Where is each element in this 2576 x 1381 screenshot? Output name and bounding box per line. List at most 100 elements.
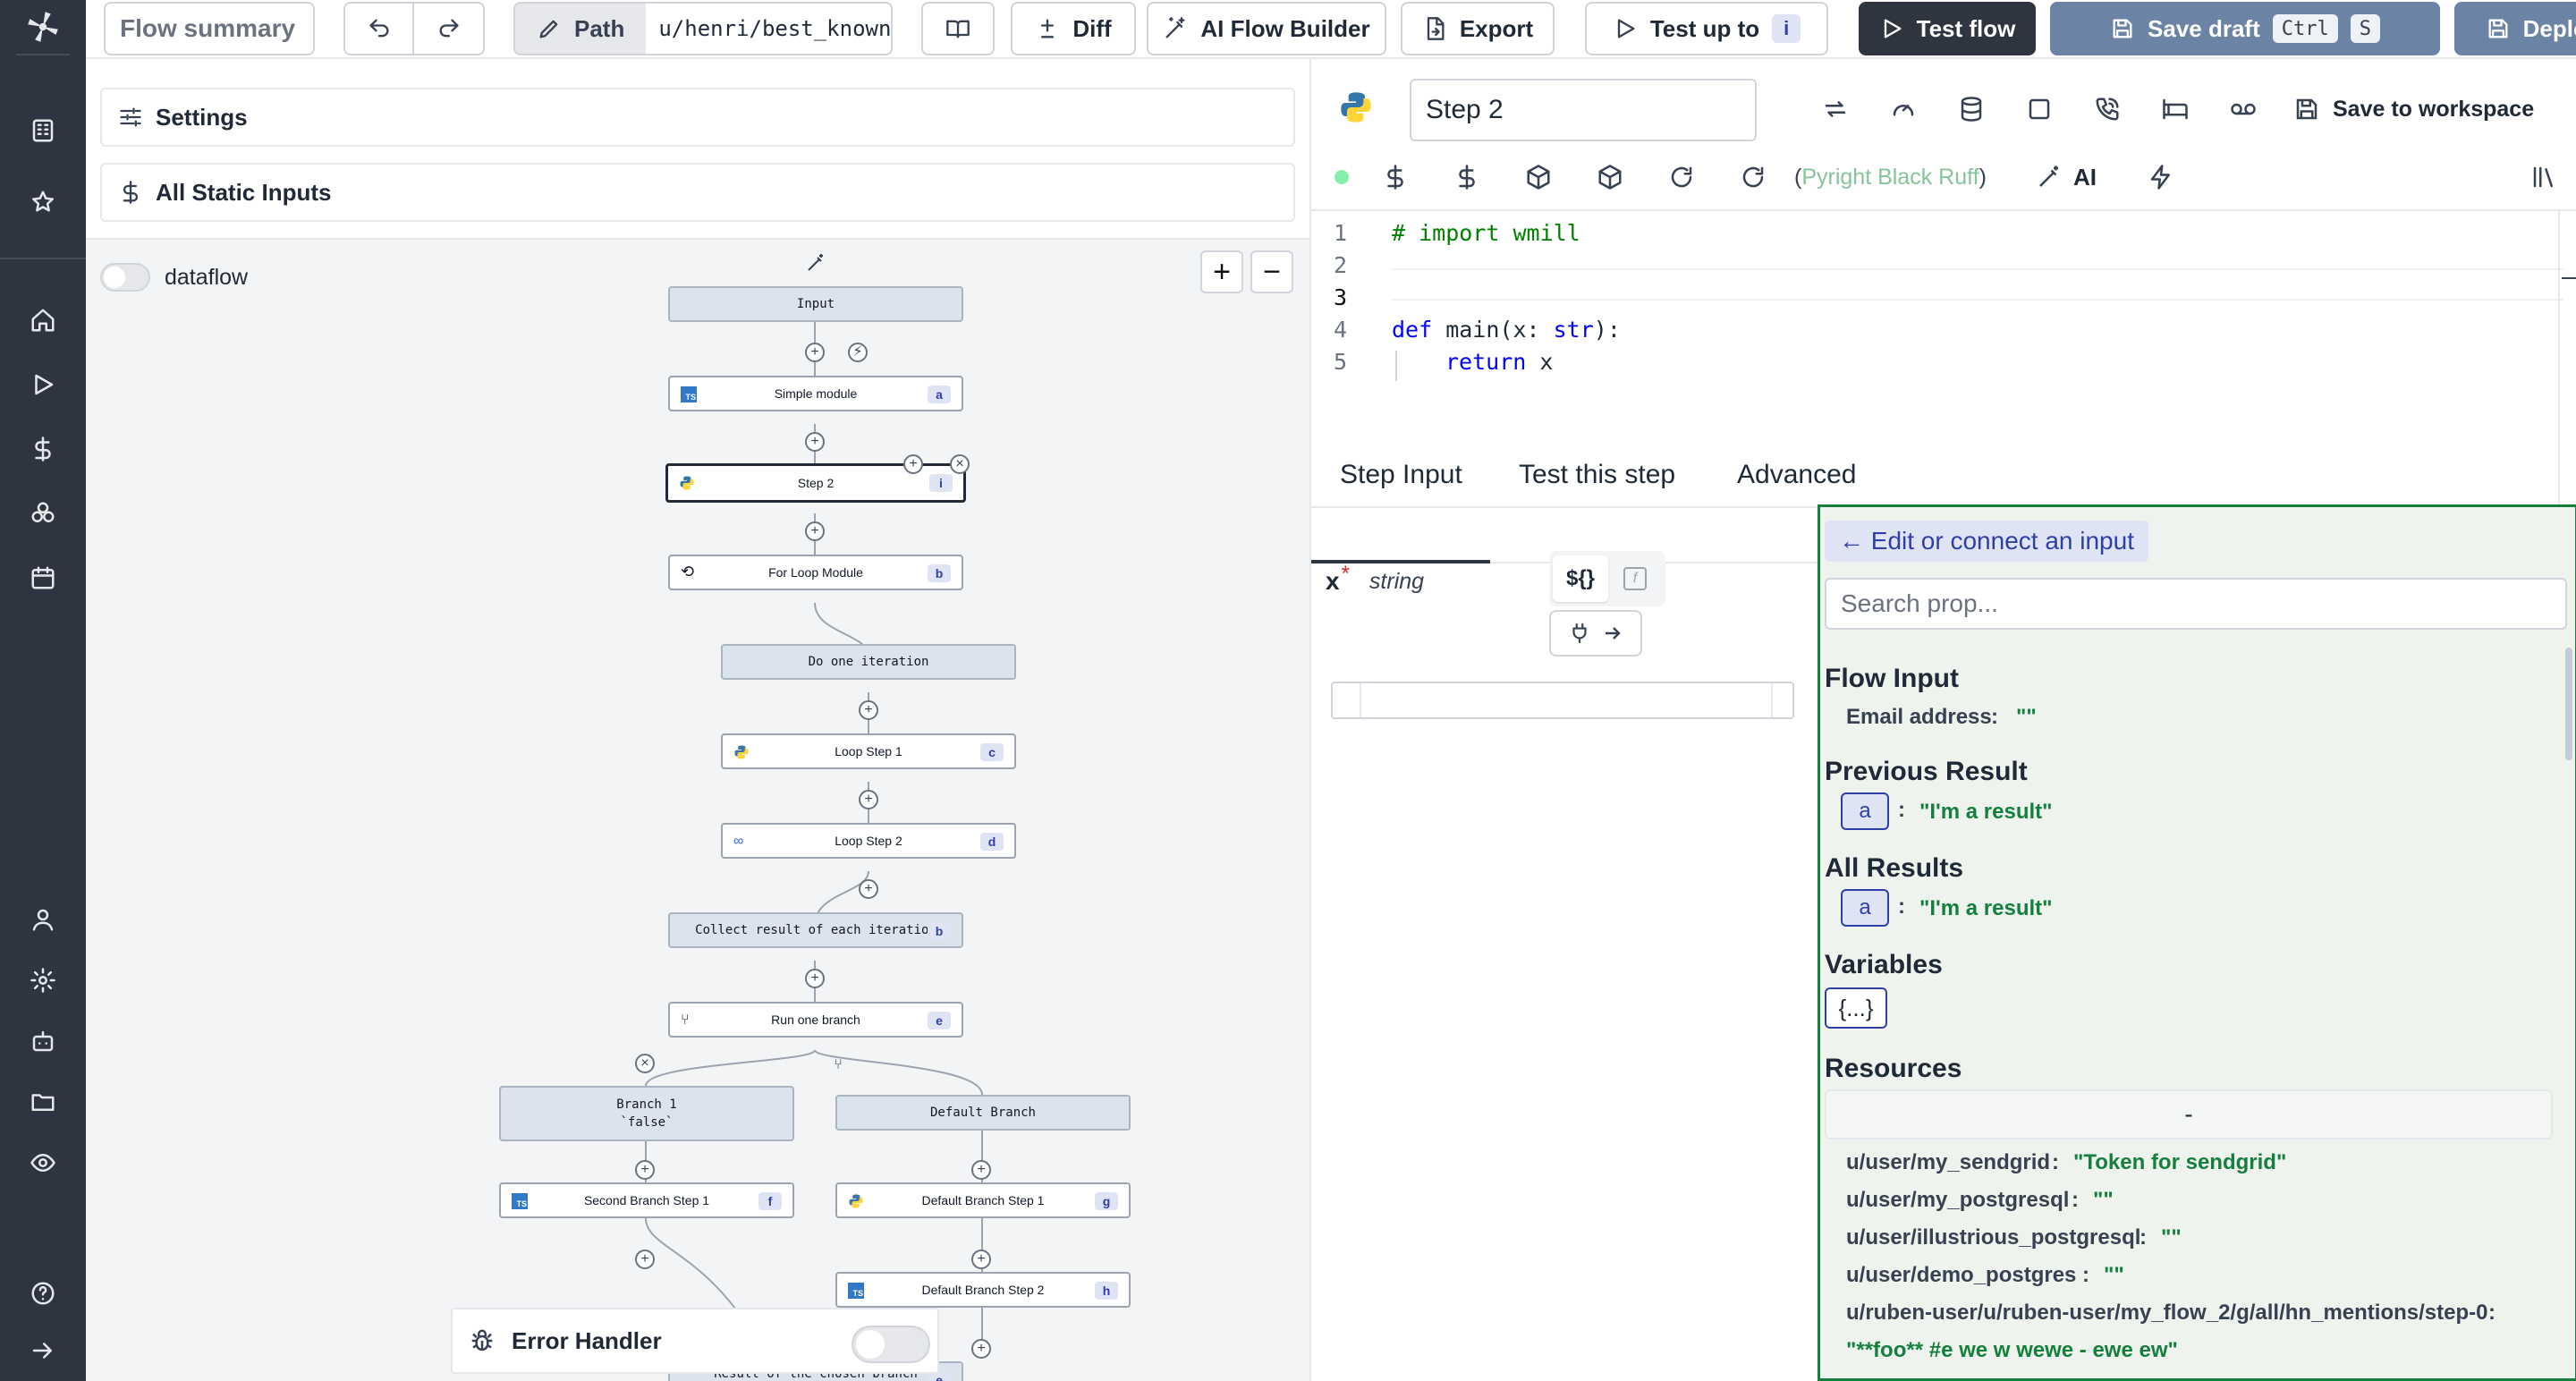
save-to-workspace-button[interactable]: Save to workspace [2293, 88, 2534, 131]
error-handler-toggle[interactable] [852, 1326, 930, 1363]
flow-node-simple-module[interactable]: TSSimple modulea [668, 376, 963, 411]
lightning-icon[interactable] [2140, 156, 2182, 199]
connect-scrollbar[interactable] [2565, 648, 2572, 760]
insert-step-button[interactable]: + [805, 343, 825, 362]
resource-key[interactable]: u/ruben-user/u/ruben-user/my_flow_2/g/al… [1846, 1301, 2487, 1326]
help-icon[interactable] [21, 1272, 64, 1315]
database-icon[interactable] [1950, 88, 1993, 131]
settings-row[interactable]: Settings [100, 88, 1295, 147]
all-results-key-a[interactable]: a [1841, 889, 1889, 927]
insert-step-button[interactable]: + [971, 1250, 991, 1269]
flow-summary-input[interactable]: Flow summary [104, 2, 315, 55]
phone-call-icon[interactable] [2086, 88, 2129, 131]
resource-key[interactable]: u/user/my_sendgrid [1846, 1150, 2050, 1175]
insert-step-button[interactable]: + [859, 879, 878, 899]
variables-expand-button[interactable]: {...} [1825, 987, 1887, 1029]
folders-icon[interactable] [21, 1080, 64, 1123]
variables-dollar-icon[interactable] [21, 428, 64, 470]
flow-graph-canvas[interactable]: dataflow + − Input [86, 238, 1309, 1381]
all-results-value[interactable]: "I'm a result" [1919, 896, 2053, 921]
user-icon[interactable] [21, 898, 64, 941]
insert-trigger-icon[interactable]: ⚡ [848, 343, 868, 362]
diff-button[interactable]: Diff [1011, 2, 1136, 55]
email-key[interactable]: Email address [1846, 705, 1992, 730]
home-icon[interactable] [21, 299, 64, 342]
deploy-button[interactable]: Deploy [2454, 2, 2576, 55]
remove-branch-icon[interactable]: × [635, 1054, 655, 1073]
expression-mode-button[interactable]: ${} [1553, 555, 1608, 602]
refresh-icon[interactable] [1732, 156, 1775, 199]
insert-step-button[interactable]: + [971, 1339, 991, 1359]
insert-step-button[interactable]: + [859, 790, 878, 809]
arg-x-editor[interactable] [1331, 682, 1794, 719]
flow-node-branch-1[interactable]: Branch 1`false` [499, 1086, 794, 1141]
windmill-logo-icon[interactable] [16, 0, 70, 55]
resource-value[interactable]: "" [2161, 1225, 2182, 1250]
edit-connect-input-button[interactable]: ← Edit or connect an input [1825, 521, 2148, 562]
tab-advanced[interactable]: Advanced [1737, 460, 1856, 490]
previous-result-key-a[interactable]: a [1841, 792, 1889, 830]
flow-node-input[interactable]: Input [668, 286, 963, 322]
resource-box-icon[interactable] [1517, 156, 1560, 199]
save-draft-button[interactable]: Save draftCtrlS [2050, 2, 2440, 55]
bed-sleep-icon[interactable] [2154, 88, 2197, 131]
reload-icon[interactable] [1660, 156, 1703, 199]
resource-key[interactable]: u/user/illustrious_postgresql [1846, 1225, 2140, 1250]
email-value[interactable]: "" [2016, 705, 2037, 730]
search-prop-input[interactable]: Search prop... [1825, 578, 2567, 630]
resource-value[interactable]: "" [2093, 1188, 2114, 1213]
audit-eye-icon[interactable] [21, 1141, 64, 1184]
static-inputs-row[interactable]: All Static Inputs [100, 163, 1295, 222]
previous-result-value[interactable]: "I'm a result" [1919, 800, 2053, 825]
schedules-calendar-icon[interactable] [21, 556, 64, 599]
insert-step-button[interactable]: + [805, 521, 825, 541]
flow-node-loop-step-1[interactable]: Loop Step 1c [721, 733, 1016, 769]
flow-node-second-branch-step-1[interactable]: TSSecond Branch Step 1f [499, 1182, 794, 1218]
test-flow-button[interactable]: Test flow [1859, 2, 2036, 55]
connect-input-button[interactable] [1549, 610, 1642, 657]
resource-value[interactable]: "Token for sendgrid" [2073, 1150, 2286, 1175]
node-delete-icon[interactable]: × [950, 454, 970, 474]
resource-key[interactable]: u/user/demo_postgres [1846, 1263, 2076, 1288]
settings-gear-icon[interactable] [21, 959, 64, 1002]
undo-button[interactable] [345, 4, 414, 54]
path-field[interactable]: Path u/henri/best_known [513, 2, 893, 55]
step-name-input[interactable]: Step 2 [1410, 79, 1757, 141]
flow-node-for-loop[interactable]: ⟲For Loop Moduleb [668, 555, 963, 590]
function-mode-icon[interactable]: f [1608, 555, 1662, 602]
insert-step-button[interactable]: + [805, 969, 825, 988]
resources-boxes-icon[interactable] [21, 492, 64, 535]
flow-node-do-one-iteration[interactable]: Do one iteration [721, 644, 1016, 680]
tab-step-input[interactable]: Step Input [1340, 460, 1462, 490]
flow-node-default-branch[interactable]: Default Branch [835, 1095, 1131, 1131]
workers-bot-icon[interactable] [21, 1020, 64, 1063]
expand-arrow-icon[interactable] [21, 1329, 64, 1372]
ai-flow-builder-button[interactable]: AI Flow Builder [1147, 2, 1386, 55]
add-branch-icon[interactable]: ⑂ [828, 1055, 848, 1075]
insert-step-button[interactable]: + [805, 432, 825, 452]
library-icon[interactable] [2522, 156, 2565, 199]
ai-wand-icon[interactable] [805, 252, 826, 274]
square-icon[interactable] [2018, 88, 2061, 131]
insert-step-button[interactable]: + [971, 1160, 991, 1180]
runs-play-icon[interactable] [21, 363, 64, 406]
flow-node-run-one-branch[interactable]: ⑂Run one branche [668, 1002, 963, 1038]
redo-button[interactable] [414, 4, 483, 54]
resource-value[interactable]: "" [2104, 1263, 2124, 1288]
insert-step-button[interactable]: + [635, 1160, 655, 1180]
tab-test-this-step[interactable]: Test this step [1519, 460, 1675, 490]
resource-key[interactable]: u/user/my_postgresql [1846, 1188, 2069, 1213]
flow-node-loop-step-2[interactable]: ∞Loop Step 2d [721, 823, 1016, 859]
resource-type-box-icon[interactable] [1589, 156, 1631, 199]
insert-step-button[interactable]: + [859, 700, 878, 720]
docs-book-button[interactable] [921, 2, 995, 55]
resource-value[interactable]: "**foo** #e we w wewe - ewe ew" [1846, 1338, 2178, 1363]
code-editor[interactable]: 1 2 3 4 5 # import wmill def main(x: str… [1311, 209, 2576, 506]
ai-button[interactable]: AI [2036, 156, 2097, 199]
editor-scrollbar[interactable] [2558, 211, 2560, 506]
flow-node-collect-results[interactable]: Collect result of each iterationb [668, 912, 963, 948]
flow-node-default-branch-step-2[interactable]: TSDefault Branch Step 2h [835, 1272, 1131, 1308]
star-icon[interactable] [21, 181, 64, 224]
gauge-icon[interactable] [1882, 88, 1925, 131]
flow-node-default-branch-step-1[interactable]: Default Branch Step 1g [835, 1182, 1131, 1218]
